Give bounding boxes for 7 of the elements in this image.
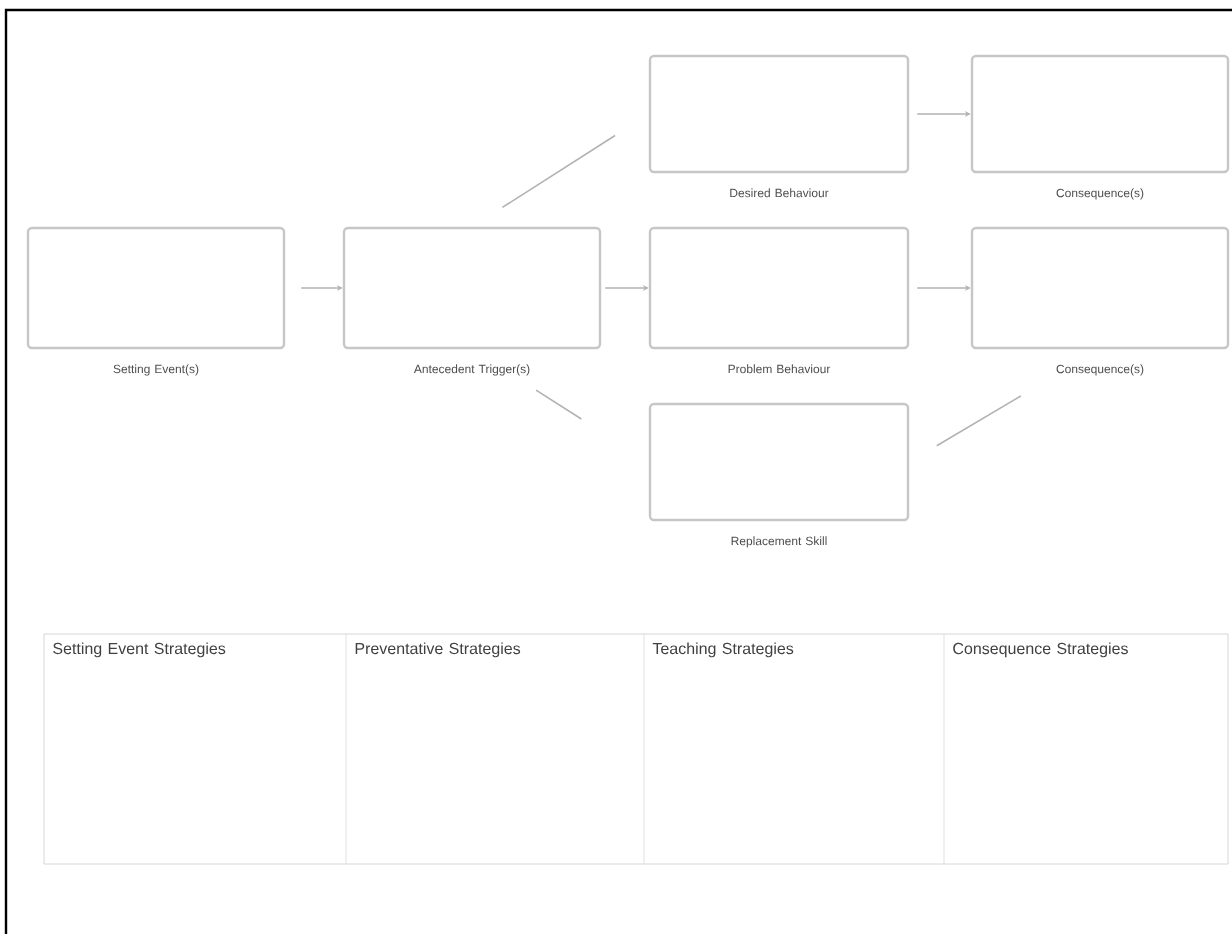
table-cell: Setting Event Strategies (53, 642, 226, 658)
table-cell: Teaching Strategies (652, 642, 794, 658)
connector-line (935, 395, 1022, 447)
connector-line (535, 389, 583, 420)
table-cell: Preventative Strategies (355, 642, 521, 658)
connector-line (501, 134, 616, 209)
table-cell: Consequence Strategies (953, 642, 1128, 658)
